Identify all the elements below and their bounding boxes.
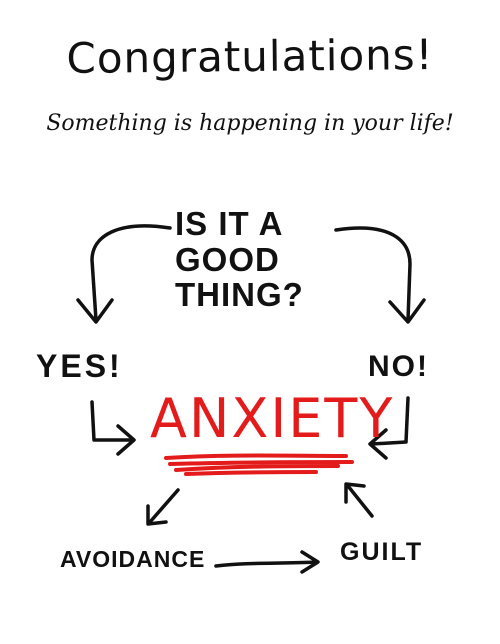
arrow-yes-to-anxiety-head — [116, 424, 136, 456]
arrow-yes-to-anxiety — [90, 400, 134, 442]
anxiety-node: ANXIETY — [150, 387, 395, 450]
arrow-avoidance-to-guilt-head — [300, 550, 320, 574]
guilt-node: GUILT — [340, 538, 424, 566]
arrow-guilt-to-anxiety — [346, 484, 374, 518]
arrow-anxiety-to-avoidance — [148, 488, 180, 524]
arrow-guilt-to-anxiety-head — [344, 482, 366, 504]
yes-node: YES! — [36, 348, 123, 384]
avoidance-node: AVOIDANCE — [60, 546, 206, 572]
arrow-question-to-yes — [90, 224, 172, 322]
arrow-avoidance-to-guilt — [214, 560, 318, 568]
subtitle: Something is happening in your life! — [46, 111, 454, 136]
arrow-anxiety-to-avoidance-head — [146, 504, 168, 526]
anxiety-underline — [164, 453, 354, 476]
arrow-question-to-no — [334, 226, 412, 322]
arrow-question-to-yes-head — [76, 298, 114, 324]
page-title: Congratulations! — [66, 30, 434, 83]
question-node: Is it a good thing? — [175, 205, 304, 314]
arrow-question-to-no-head — [388, 298, 426, 324]
no-node: NO! — [368, 350, 429, 383]
